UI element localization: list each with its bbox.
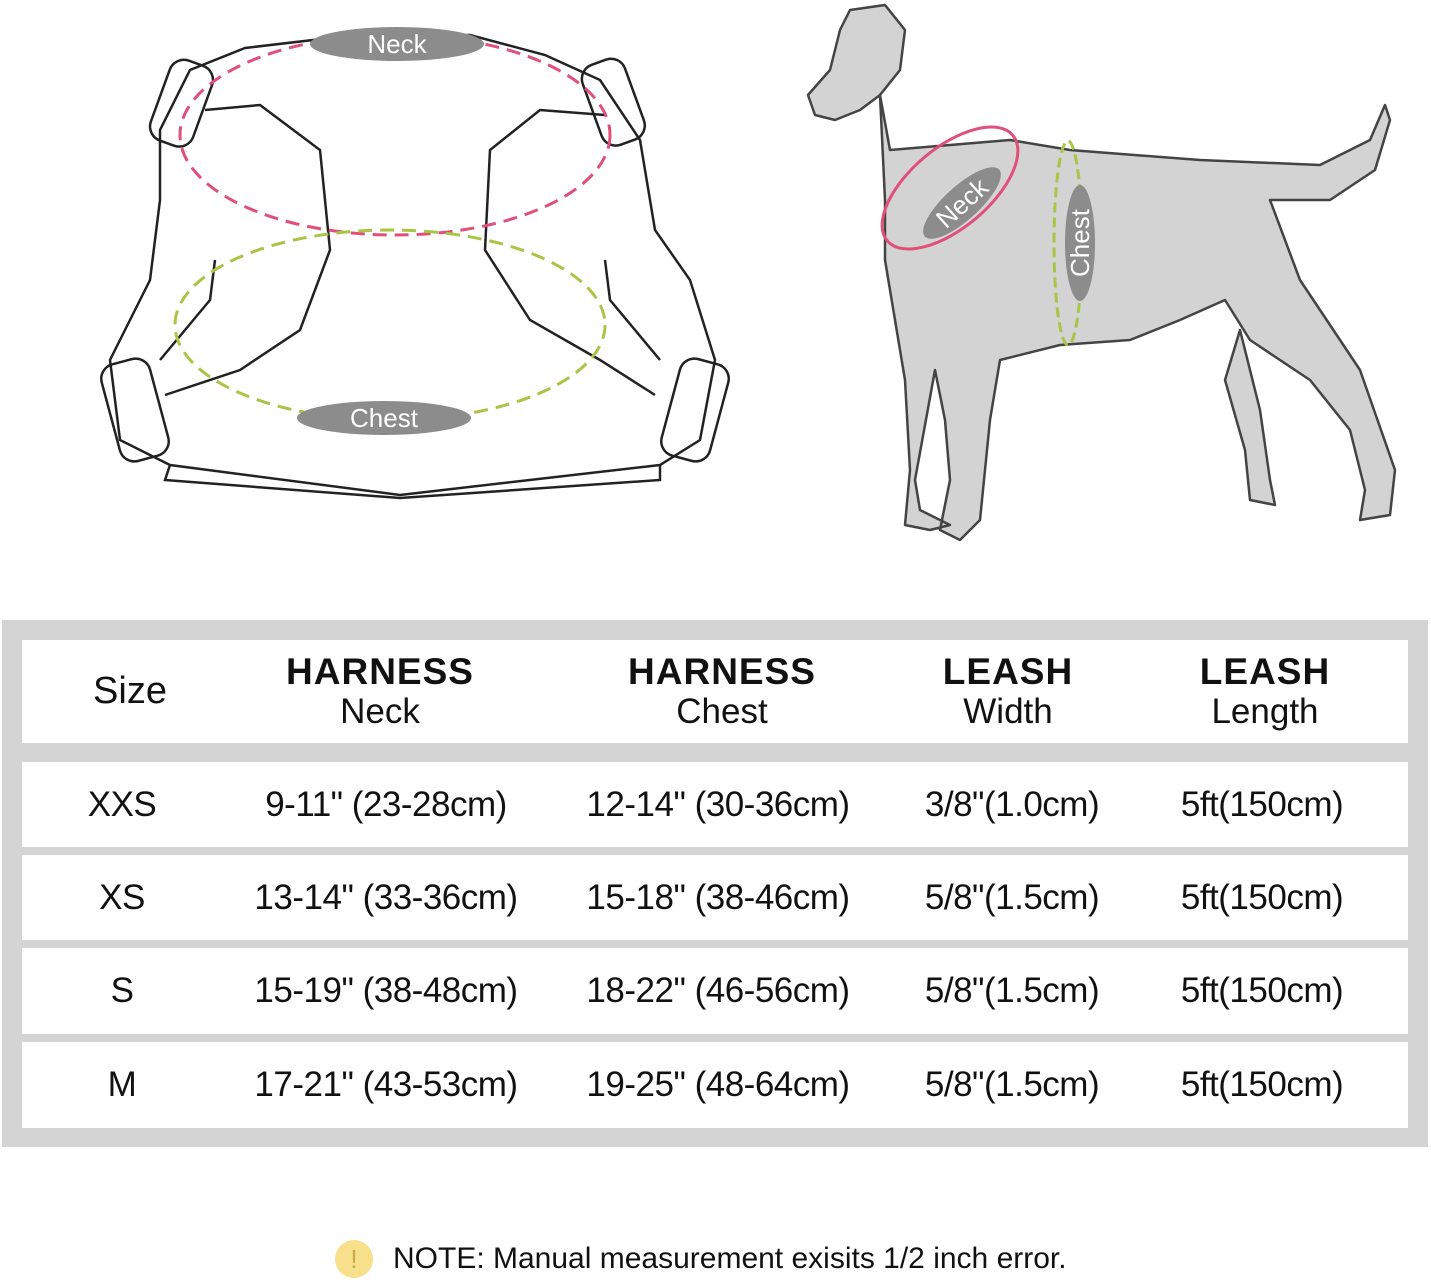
cell-leash-width: 5/8"(1.5cm) bbox=[924, 1065, 1100, 1104]
header-title: HARNESS bbox=[628, 650, 816, 692]
harness-illustration: Neck Chest bbox=[100, 27, 730, 500]
measurement-note: ! NOTE: Manual measurement exisits 1/2 i… bbox=[335, 1240, 1067, 1278]
cell-harness-neck: 13-14" (33-36cm) bbox=[254, 877, 518, 917]
harness-chest-label: Chest bbox=[350, 403, 419, 433]
dog-illustration: Neck Chest bbox=[806, 3, 1397, 542]
header-subtitle: Width bbox=[963, 691, 1053, 731]
cell-size: XS bbox=[99, 877, 145, 917]
cell-size: XXS bbox=[87, 784, 157, 824]
cell-leash-length: 5ft(150cm) bbox=[1180, 971, 1344, 1010]
cell-size: S bbox=[110, 971, 134, 1010]
cell-harness-chest: 15-18" (38-46cm) bbox=[586, 877, 850, 917]
header-title: Size bbox=[93, 670, 167, 712]
note-text: NOTE: Manual measurement exisits 1/2 inc… bbox=[393, 1242, 1067, 1275]
cell-leash-width: 5/8"(1.5cm) bbox=[924, 971, 1100, 1010]
cell-harness-neck: 15-19" (38-48cm) bbox=[254, 971, 518, 1010]
dog-chest-label: Chest bbox=[1065, 208, 1095, 277]
chest-label-pill bbox=[297, 401, 471, 435]
table-row: XS 13-14" (33-36cm) 15-18" (38-46cm) 5/8… bbox=[22, 855, 1408, 940]
table-row: M 17-21" (43-53cm) 19-25" (48-64cm) 5/8"… bbox=[22, 1042, 1408, 1128]
cell-harness-chest: 12-14" (30-36cm) bbox=[586, 784, 850, 824]
table-row: XXS 9-11" (23-28cm) 12-14" (30-36cm) 3/8… bbox=[22, 762, 1408, 847]
header-leash-length: LEASH Length bbox=[1200, 640, 1330, 743]
cell-harness-neck: 9-11" (23-28cm) bbox=[265, 784, 507, 824]
cell-harness-chest: 19-25" (48-64cm) bbox=[586, 1065, 850, 1104]
header-title: LEASH bbox=[1199, 650, 1331, 692]
neck-label-pill bbox=[310, 27, 484, 61]
cell-size: M bbox=[107, 1065, 137, 1104]
header-harness-neck: HARNESS Neck bbox=[286, 640, 474, 743]
header-title: HARNESS bbox=[286, 650, 474, 692]
header-subtitle: Length bbox=[1211, 691, 1319, 731]
table-header: Size HARNESS Neck HARNESS Chest LEASH Wi… bbox=[22, 640, 1408, 743]
header-title: LEASH bbox=[942, 650, 1074, 692]
table-row: S 15-19" (38-48cm) 18-22" (46-56cm) 5/8"… bbox=[22, 948, 1408, 1034]
header-subtitle: Chest bbox=[676, 691, 768, 731]
cell-leash-length: 5ft(150cm) bbox=[1180, 877, 1344, 917]
header-leash-width: LEASH Width bbox=[943, 640, 1073, 743]
cell-leash-length: 5ft(150cm) bbox=[1180, 1065, 1344, 1104]
cell-leash-length: 5ft(150cm) bbox=[1180, 784, 1344, 824]
cell-harness-neck: 17-21" (43-53cm) bbox=[254, 1065, 518, 1104]
cell-leash-width: 3/8"(1.0cm) bbox=[924, 784, 1100, 824]
header-size: Size bbox=[93, 640, 167, 743]
dog-chest-pill bbox=[1065, 185, 1095, 301]
header-harness-chest: HARNESS Chest bbox=[628, 640, 816, 743]
cell-harness-chest: 18-22" (46-56cm) bbox=[586, 971, 850, 1010]
header-subtitle: Neck bbox=[340, 691, 420, 731]
harness-neck-label: Neck bbox=[367, 29, 427, 59]
dog-neck-pill bbox=[923, 167, 1001, 239]
exclamation-icon: ! bbox=[335, 1240, 373, 1278]
cell-leash-width: 5/8"(1.5cm) bbox=[924, 877, 1100, 917]
